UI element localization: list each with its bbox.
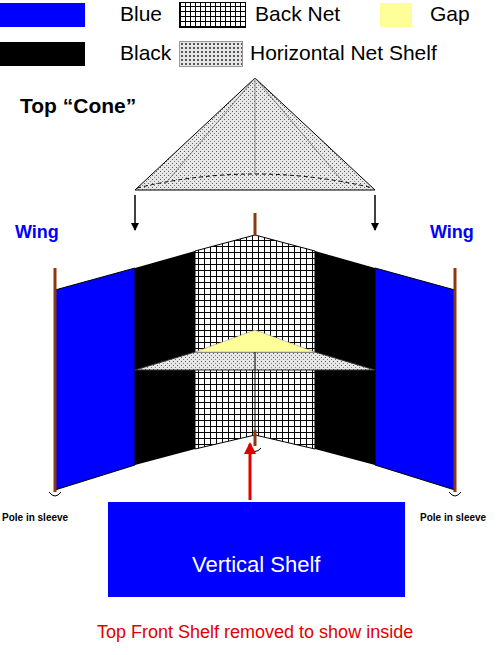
drop-arrow <box>134 195 136 230</box>
insert-arrow <box>249 444 252 500</box>
cone-node: Top “Cone” <box>15 74 385 196</box>
shelf-label: Vertical Shelf <box>192 552 320 578</box>
cone-shape <box>15 74 385 196</box>
legend-swatch <box>0 42 85 66</box>
legend-text: Horizontal Net Shelf <box>250 41 437 65</box>
wing-label: Wing <box>430 222 474 243</box>
pole <box>55 213 455 492</box>
cone-heading: Top “Cone” <box>20 94 136 118</box>
caption-text: Top Front Shelf removed to show inside <box>97 622 413 643</box>
legend-swatch <box>180 3 245 27</box>
legend-text: Black <box>120 41 171 65</box>
legend-swatch <box>380 3 412 27</box>
pole-end <box>49 448 461 496</box>
legend-text: Blue <box>120 2 162 26</box>
legend-text: Gap <box>430 2 470 26</box>
pole-label: Pole in sleeve <box>2 512 68 523</box>
legend-text: Back Net <box>255 2 340 26</box>
legend-swatch <box>180 42 242 66</box>
legend-swatch <box>0 3 85 27</box>
trap-body <box>55 235 455 490</box>
pole-label: Pole in sleeve <box>420 512 486 523</box>
wing-label: Wing <box>15 222 59 243</box>
drop-arrow <box>374 195 376 230</box>
vertical-shelf-box: Vertical Shelf <box>108 502 405 597</box>
